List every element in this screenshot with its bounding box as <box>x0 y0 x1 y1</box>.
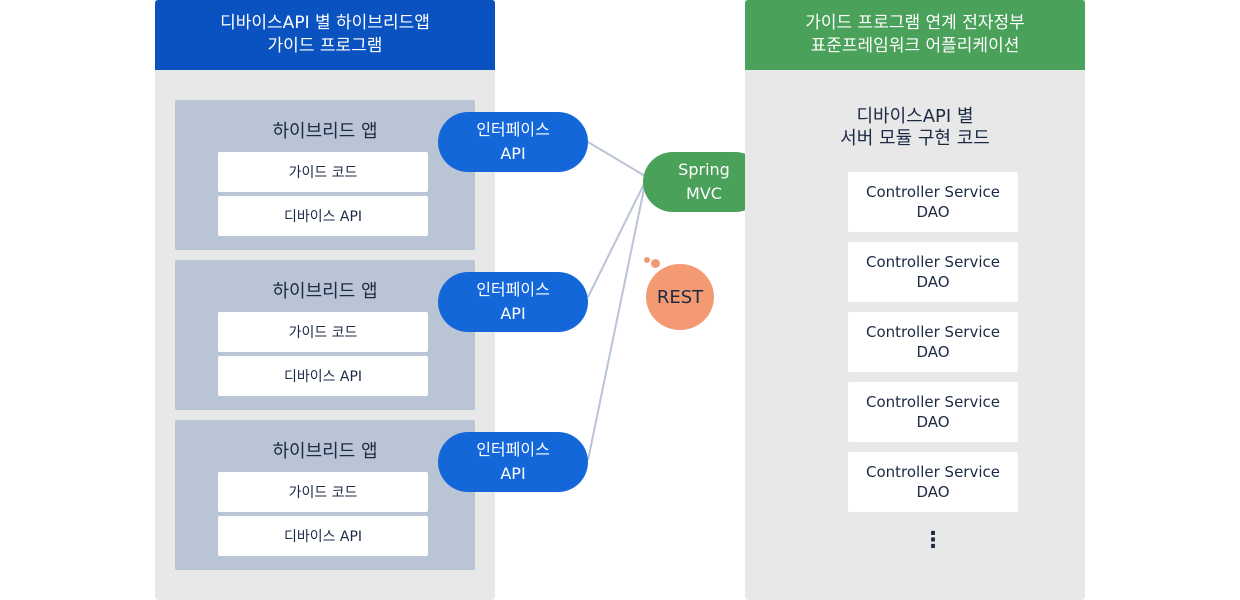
module-line1: Controller Service <box>866 183 1000 201</box>
server-module-box-1: Controller Service DAO <box>848 172 1018 232</box>
interface-api-pill-1: 인터페이스 API <box>438 112 588 172</box>
connector-api1-spring <box>587 141 646 177</box>
hybrid-app-guide-header: 디바이스API 별 하이브리드앱 가이드 프로그램 <box>155 0 495 70</box>
module-line1: Controller Service <box>866 323 1000 341</box>
header-line1: 가이드 프로그램 연계 전자정부 <box>805 13 1025 33</box>
spring-mvc-pill: Spring MVC <box>643 152 765 212</box>
server-module-box-4: Controller Service DAO <box>848 382 1018 442</box>
server-module-box-3: Controller Service DAO <box>848 312 1018 372</box>
module-line1: Controller Service <box>866 393 1000 411</box>
spring-line2: MVC <box>686 184 722 203</box>
pill-line2: API <box>500 144 526 163</box>
hybrid-app-title: 하이브리드 앱 <box>272 121 378 142</box>
module-line2: DAO <box>916 203 950 221</box>
server-title-line2: 서버 모듈 구현 코드 <box>840 128 990 149</box>
pill-line2: API <box>500 304 526 323</box>
server-module-box-5: Controller Service DAO <box>848 452 1018 512</box>
hybrid-app-title: 하이브리드 앱 <box>272 281 378 302</box>
spring-line1: Spring <box>678 160 730 179</box>
interface-api-pill-2: 인터페이스 API <box>438 272 588 332</box>
module-line2: DAO <box>916 343 950 361</box>
device-api-box: 디바이스 API <box>218 516 428 556</box>
interface-api-pill-3: 인터페이스 API <box>438 432 588 492</box>
server-module-box-2: Controller Service DAO <box>848 242 1018 302</box>
device-api-box: 디바이스 API <box>218 356 428 396</box>
pill-line2: API <box>500 464 526 483</box>
rest-bubble: REST <box>646 264 714 330</box>
connector-api3-spring <box>587 183 646 461</box>
module-line1: Controller Service <box>866 253 1000 271</box>
device-api-box: 디바이스 API <box>218 196 428 236</box>
rest-dot-small <box>644 257 650 263</box>
guide-code-box: 가이드 코드 <box>218 152 428 192</box>
module-line1: Controller Service <box>866 463 1000 481</box>
header-line1: 디바이스API 별 하이브리드앱 <box>220 13 430 33</box>
hybrid-app-title: 하이브리드 앱 <box>272 441 378 462</box>
egov-framework-app-header: 가이드 프로그램 연계 전자정부 표준프레임워크 어플리케이션 <box>745 0 1085 70</box>
server-module-title: 디바이스API 별 서버 모듈 구현 코드 <box>729 106 1101 150</box>
guide-code-box: 가이드 코드 <box>218 472 428 512</box>
guide-code-box: 가이드 코드 <box>218 312 428 352</box>
module-line2: DAO <box>916 273 950 291</box>
rest-dot-medium <box>651 259 660 268</box>
hybrid-app-box-1: 하이브리드 앱 가이드 코드 디바이스 API <box>175 100 475 250</box>
hybrid-app-box-3: 하이브리드 앱 가이드 코드 디바이스 API <box>175 420 475 570</box>
hybrid-app-box-2: 하이브리드 앱 가이드 코드 디바이스 API <box>175 260 475 410</box>
pill-line1: 인터페이스 <box>476 280 550 299</box>
pill-line1: 인터페이스 <box>476 120 550 139</box>
module-line2: DAO <box>916 483 950 501</box>
pill-line1: 인터페이스 <box>476 440 550 459</box>
module-line2: DAO <box>916 413 950 431</box>
connector-api2-spring <box>587 181 646 298</box>
more-modules-ellipsis: ⋮ <box>922 528 944 553</box>
rest-label: REST <box>656 286 704 308</box>
server-title-line1: 디바이스API 별 <box>856 106 974 127</box>
header-line2: 표준프레임워크 어플리케이션 <box>810 36 1020 56</box>
header-line2: 가이드 프로그램 <box>267 36 383 56</box>
